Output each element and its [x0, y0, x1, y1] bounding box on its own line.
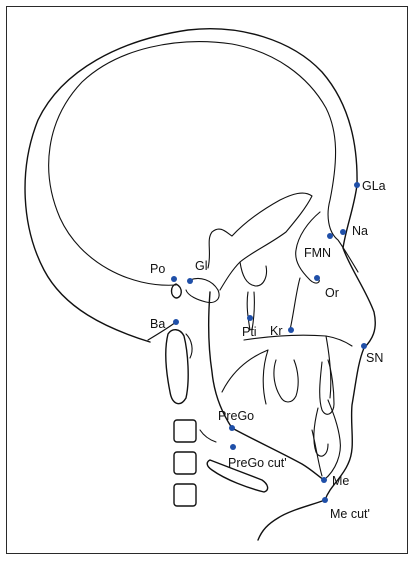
landmark-point-prego [229, 425, 235, 431]
label-ba: Ba [150, 317, 165, 331]
landmark-point-pti [247, 315, 253, 321]
lower-incisor [313, 407, 329, 457]
mandible-symphysis [311, 399, 341, 481]
label-me: Me [332, 474, 349, 488]
landmark-point-fmn [327, 233, 333, 239]
upper-incisor [319, 359, 335, 415]
tongue-curve [221, 349, 269, 405]
label-sn: SN [366, 351, 383, 365]
sella-turcica [239, 261, 268, 287]
porion-ring [170, 283, 182, 299]
landmark-point-gla [354, 182, 360, 188]
pterygoid-plates [246, 291, 255, 331]
label-or: Or [325, 286, 339, 300]
soft-tissue-profile [257, 184, 376, 541]
label-na: Na [352, 224, 368, 238]
label-prego-cut: PreGo cut' [228, 456, 287, 470]
hyoid-bone [206, 459, 269, 493]
label-po: Po [150, 262, 165, 276]
landmark-point-po [171, 276, 177, 282]
label-fmn: FMN [304, 246, 331, 260]
landmark-labels: GLa Na FMN Po Gl Or Ba Pti Kr SN PreGo P… [150, 179, 386, 521]
landmark-point-me-cut [322, 497, 328, 503]
landmark-point-ba [173, 319, 179, 325]
vertebra-c5 [173, 483, 197, 507]
upper-molar [273, 359, 299, 403]
dens [185, 333, 193, 359]
landmark-point-me [321, 477, 327, 483]
landmark-point-gl [187, 278, 193, 284]
skull-outer-contour [24, 28, 358, 343]
label-prego: PreGo [218, 409, 254, 423]
vertebra-c4 [173, 451, 197, 475]
mandible-lower-border [231, 427, 325, 481]
landmark-point-prego-cut [230, 444, 236, 450]
landmark-point-sn [361, 343, 367, 349]
label-gla: GLa [362, 179, 386, 193]
skull-inner-contour [48, 41, 337, 286]
label-gl: Gl [195, 259, 208, 273]
label-pti: Pti [242, 325, 257, 339]
vertebra-c2 [165, 329, 189, 405]
landmark-point-kr [288, 327, 294, 333]
mandible-ramus [207, 291, 233, 429]
label-kr: Kr [270, 324, 283, 338]
landmark-point-or [314, 275, 320, 281]
vertebra-c3 [173, 419, 197, 443]
mastoid-condyle [185, 277, 220, 304]
pharynx-wall [199, 429, 217, 443]
nasal-bone [327, 199, 359, 273]
cranial-base [207, 192, 313, 291]
orbit-rim [295, 211, 321, 284]
landmark-points [171, 182, 367, 503]
palatal-plane [243, 334, 353, 347]
label-me-cut: Me cut' [330, 507, 370, 521]
landmark-point-na [340, 229, 346, 235]
